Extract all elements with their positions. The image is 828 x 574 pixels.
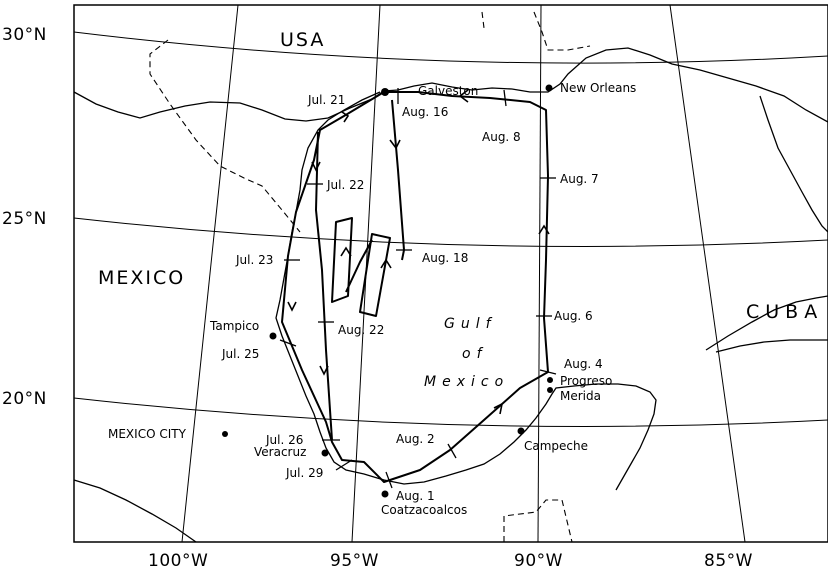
date-label-jul26: Jul. 26: [265, 433, 303, 447]
guatemala-border: [503, 499, 573, 543]
place-label-tampico: Tampico: [209, 319, 259, 333]
marker-galveston: [381, 88, 389, 96]
date-labels: Jul. 21 Aug. 16 Aug. 8 Aug. 7 Jul. 22 Ju…: [221, 93, 603, 503]
arrow-box1-up: [340, 246, 352, 257]
date-label-jul29: Jul. 29: [285, 466, 323, 480]
date-label-jul23: Jul. 23: [235, 253, 273, 267]
axis-labels: 30°N 25°N 20°N 100°W 95°W 90°W 85°W: [2, 25, 753, 571]
parallel-25n: [73, 217, 828, 247]
borders: [149, 11, 591, 543]
track-direction-arrows: [287, 89, 550, 415]
date-label-aug22: Aug. 22: [338, 323, 384, 337]
tick-aug4: [539, 369, 557, 375]
date-ticks: [279, 88, 557, 489]
us-gulf-coast: [73, 47, 828, 123]
lon-label-90w: 90°W: [514, 551, 563, 571]
arrow-box2-up: [380, 258, 392, 269]
lat-label-25n: 25°N: [2, 209, 47, 229]
cuba-south-coast: [715, 339, 828, 353]
place-label-coatzacoalcos: Coatzacoalcos: [381, 503, 467, 517]
sea-label-line3: Mexico: [424, 374, 509, 390]
tick-aug2: [447, 443, 457, 459]
state-border-east: [533, 11, 591, 51]
track-inner-leg-east: [391, 99, 405, 261]
track-survey-box-1: [331, 217, 353, 303]
date-label-jul22: Jul. 22: [326, 178, 364, 192]
arrow-north-west: [458, 89, 469, 103]
track-survey-connector: [345, 239, 373, 293]
map-frame: [73, 4, 828, 543]
marker-mexico-city: [222, 431, 228, 437]
region-labels: USA MEXICO CUBA Gulf of Mexico: [98, 29, 823, 390]
date-label-aug4: Aug. 4: [564, 357, 603, 371]
coastlines: [73, 47, 828, 543]
place-label-galveston: Galveston: [418, 84, 478, 98]
place-label-campeche: Campeche: [524, 439, 588, 453]
parallel-20n: [73, 397, 828, 427]
tick-aug1: [385, 471, 393, 489]
country-label-mexico: MEXICO: [98, 267, 185, 289]
us-mexico-border: [149, 39, 301, 233]
place-label-veracruz: Veracruz: [254, 445, 306, 459]
arrow-east-up: [538, 224, 550, 235]
lon-label-100w: 100°W: [148, 551, 208, 571]
marker-campeche: [517, 427, 525, 435]
florida-peninsula: [759, 95, 828, 233]
tick-aug8: [503, 89, 507, 107]
lon-label-95w: 95°W: [330, 551, 379, 571]
sea-label-line1: Gulf: [444, 316, 497, 332]
date-label-aug16: Aug. 16: [402, 105, 448, 119]
place-label-progreso: Progreso: [560, 374, 612, 388]
marker-coatzacoalcos: [381, 490, 389, 498]
arrow-inner-down-1: [389, 139, 401, 150]
country-label-usa: USA: [280, 29, 325, 51]
meridian-100w: [181, 4, 239, 543]
marker-merida: [547, 387, 553, 393]
date-label-aug2: Aug. 2: [396, 432, 435, 446]
marker-tampico: [269, 332, 277, 340]
arrow-jul21: [341, 111, 350, 123]
tick-jul29: [335, 459, 353, 471]
track-outer-loop: [281, 91, 549, 483]
arrow-west-down-2: [287, 301, 297, 312]
place-label-merida: Merida: [560, 389, 601, 403]
lon-label-85w: 85°W: [704, 551, 753, 571]
track-survey-box-2: [359, 233, 391, 317]
marker-progreso: [547, 377, 553, 383]
meridian-90w: [537, 4, 542, 543]
cuba-coast: [705, 295, 828, 351]
date-label-aug6: Aug. 6: [554, 309, 593, 323]
arrow-aug2: [493, 402, 504, 415]
marker-new-orleans: [545, 84, 553, 92]
date-label-jul21: Jul. 21: [307, 93, 345, 107]
country-label-cuba: CUBA: [746, 301, 823, 323]
date-label-jul25: Jul. 25: [221, 347, 259, 361]
marker-veracruz: [321, 449, 329, 457]
date-label-aug18: Aug. 18: [422, 251, 468, 265]
tick-jul25: [279, 339, 297, 347]
parallel-30n: [73, 31, 828, 64]
state-border-north: [481, 11, 485, 29]
date-label-aug8: Aug. 8: [482, 130, 521, 144]
place-markers: [222, 84, 553, 498]
place-label-new-orleans: New Orleans: [560, 81, 636, 95]
arrow-west-down-1: [311, 161, 321, 172]
date-label-aug7: Aug. 7: [560, 172, 599, 186]
sea-label-line2: of: [462, 346, 488, 362]
lat-label-20n: 20°N: [2, 389, 47, 409]
meridian-85w: [669, 4, 746, 543]
place-label-mexico-city: MEXICO CITY: [108, 427, 187, 441]
place-labels: Galveston New Orleans Tampico MEXICO CIT…: [108, 81, 636, 517]
date-label-aug1: Aug. 1: [396, 489, 435, 503]
pacific-coast-fragment: [73, 479, 197, 543]
arrow-inner-down-2: [319, 365, 329, 376]
lat-label-30n: 30°N: [2, 25, 47, 45]
